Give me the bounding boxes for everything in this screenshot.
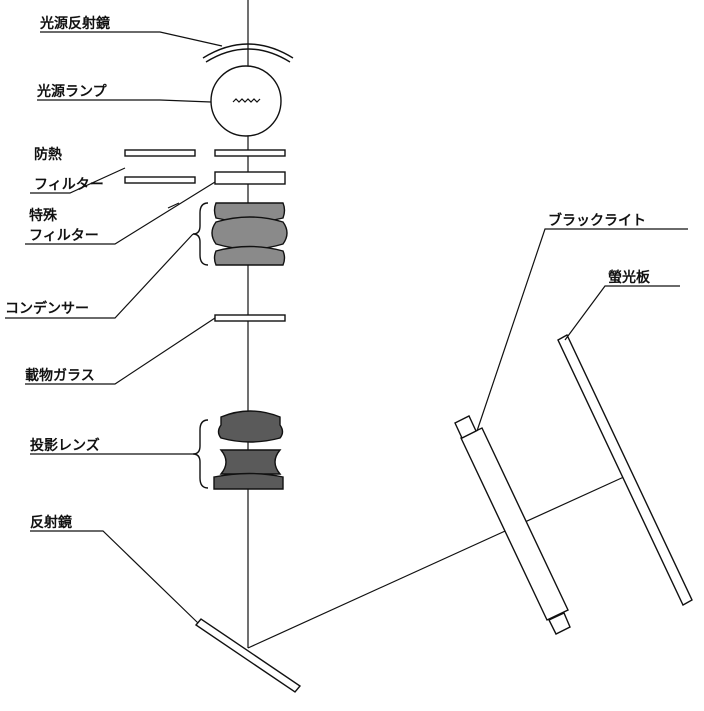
fluorescent-plate	[557, 334, 693, 606]
leader-stage-glass	[25, 317, 216, 385]
heat-filter-plate-left-1	[124, 149, 196, 157]
leader-fluorescent-plate	[564, 285, 680, 341]
leader-source-lamp	[37, 99, 212, 103]
leader-special-filter-arrow	[167, 202, 180, 209]
source-reflector-arc-inner	[205, 48, 291, 63]
leader-reflector	[30, 530, 199, 624]
label-special-filter-2: フィルター	[29, 228, 99, 244]
label-source-lamp: 光源ランプ	[36, 83, 108, 100]
lamp-filament	[232, 98, 261, 103]
heat-filter-plate-left-2	[124, 176, 196, 184]
black-light-cap-top	[454, 415, 477, 439]
label-projection-lens: 投影レンズ	[30, 437, 100, 454]
label-fluorescent-plate: 螢光板	[608, 269, 651, 286]
projection-lens-brace	[192, 419, 209, 489]
condenser-brace	[192, 202, 209, 266]
projection-lens-1	[217, 410, 284, 443]
stage-glass	[214, 314, 286, 322]
label-special-filter-1: 特殊	[29, 207, 58, 224]
label-stage-glass: 載物ガラス	[25, 367, 95, 384]
reflected-beam	[247, 475, 627, 649]
label-black-light: ブラックライト	[548, 212, 646, 229]
leader-special-filter	[25, 181, 216, 245]
projection-lens-2	[219, 449, 282, 475]
heat-filter-plate-right-2	[214, 171, 286, 185]
leader-black-light	[476, 228, 688, 432]
condenser-lens-2	[211, 216, 288, 250]
reflector-mirror	[194, 618, 302, 693]
black-light-cap-bottom	[548, 612, 571, 635]
leader-heat-filter	[30, 167, 126, 194]
leader-condenser	[5, 233, 194, 319]
label-source-reflector: 光源反射鏡	[39, 15, 110, 32]
label-reflector: 反射鏡	[30, 514, 72, 531]
label-heat-filter-2: フィルター	[34, 177, 104, 193]
black-light-tube	[460, 427, 569, 621]
projection-lens-3	[213, 472, 284, 490]
label-heat-filter-1: 防熱	[34, 146, 62, 163]
source-reflector-arc	[202, 43, 294, 59]
condenser-lens-3	[213, 245, 286, 266]
leader-source-reflector	[40, 31, 223, 47]
label-condenser: コンデンサー	[5, 300, 89, 317]
